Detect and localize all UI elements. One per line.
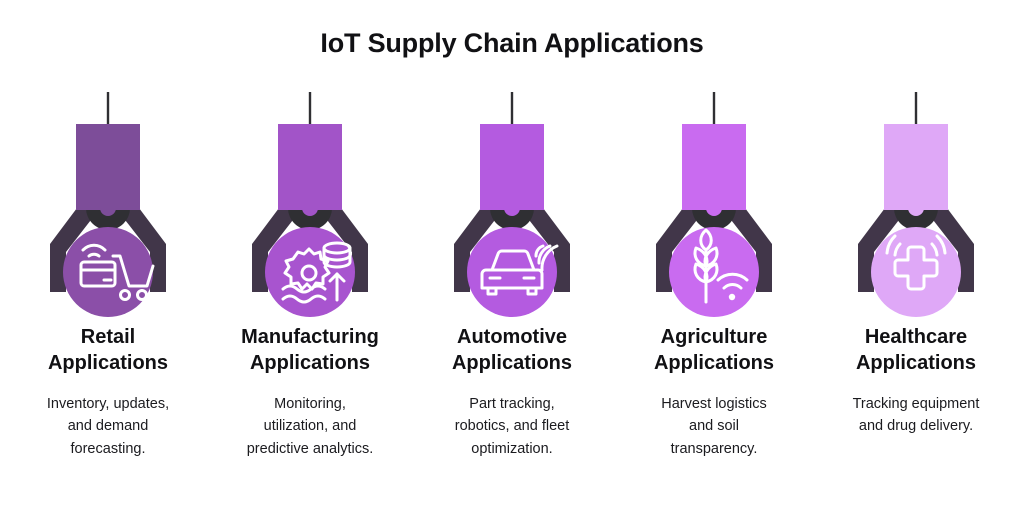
icon-badge-retail (63, 227, 153, 317)
robot-arm-right-icon (930, 204, 974, 292)
column-title-automotive: Automotive Applications (451, 326, 572, 375)
robot-head-icon (884, 124, 948, 210)
robot-arm-left-icon (252, 204, 296, 292)
page-title: IoT Supply Chain Applications (320, 28, 704, 58)
column-title-agriculture: Agriculture Applications (653, 326, 774, 375)
application-column-manufacturing[interactable]: Manufacturing Applications Monitoring, u… (210, 92, 410, 460)
column-description-healthcare: Tracking equipment and drug delivery. (852, 395, 980, 435)
shopping-cart-card-wifi-icon (79, 243, 155, 301)
robot-graphic-healthcare (816, 92, 1016, 320)
robot-collar-icon (894, 208, 938, 230)
column-description-automotive: Part tracking, robotics, and fleet optim… (454, 395, 570, 457)
robot-collar-icon (692, 208, 736, 230)
medical-cross-signal-icon (885, 234, 947, 291)
icon-badge-healthcare (871, 227, 961, 317)
robot-head-icon (682, 124, 746, 210)
column-description-agriculture: Harvest logistics and soil transparency. (661, 395, 767, 457)
robot-head-icon (278, 124, 342, 210)
application-column-agriculture[interactable]: Agriculture Applications Harvest logisti… (614, 92, 814, 460)
robot-graphic-automotive (412, 92, 612, 320)
icon-badge-agriculture (669, 227, 759, 317)
robot-collar-icon (288, 208, 332, 230)
robot-arm-right-icon (122, 204, 166, 292)
connected-car-icon (480, 244, 559, 296)
gear-waves-database-icon (281, 241, 352, 304)
robot-head-icon (480, 124, 544, 210)
robot-arm-left-icon (50, 204, 94, 292)
robot-arm-left-icon (454, 204, 498, 292)
applications-row: Retail Applications Inventory, updates, … (0, 92, 1024, 460)
robot-graphic-agriculture (614, 92, 814, 320)
robot-arm-left-icon (858, 204, 902, 292)
application-column-retail[interactable]: Retail Applications Inventory, updates, … (8, 92, 208, 460)
column-description-manufacturing: Monitoring, utilization, and predictive … (246, 395, 374, 457)
column-title-manufacturing: Manufacturing Applications (241, 326, 379, 375)
robot-arm-left-icon (656, 204, 700, 292)
icon-badge-manufacturing (265, 227, 355, 317)
application-column-automotive[interactable]: Automotive Applications Part tracking, r… (412, 92, 612, 460)
robot-collar-icon (490, 208, 534, 230)
application-column-healthcare[interactable]: Healthcare Applications Tracking equipme… (816, 92, 1016, 438)
column-description-retail: Inventory, updates, and demand forecasti… (46, 395, 170, 457)
column-title-healthcare: Healthcare Applications (855, 326, 976, 375)
robot-graphic-manufacturing (210, 92, 410, 320)
robot-arm-right-icon (728, 204, 772, 292)
column-title-retail: Retail Applications (47, 326, 168, 375)
robot-arm-right-icon (526, 204, 570, 292)
icon-badge-automotive (467, 227, 557, 317)
robot-graphic-retail (8, 92, 208, 320)
robot-collar-icon (86, 208, 130, 230)
wheat-stalk-signal-icon (693, 228, 749, 304)
robot-head-icon (76, 124, 140, 210)
robot-arm-right-icon (324, 204, 368, 292)
